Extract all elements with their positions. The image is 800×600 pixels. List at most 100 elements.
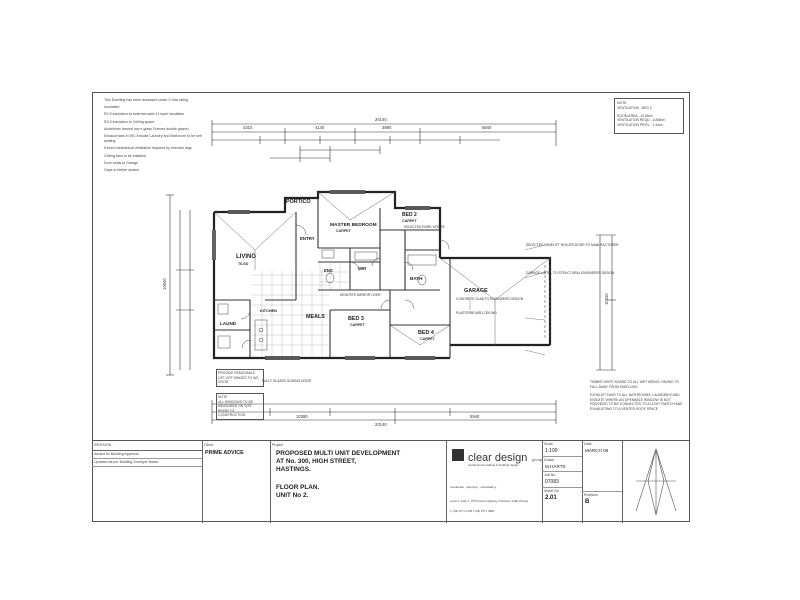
room-bed-4-floor: CARPET — [420, 337, 436, 341]
project-label: Project — [272, 443, 284, 447]
ventilation-line1: VENTILATION - BED 2 — [617, 105, 652, 110]
window-note-text: ALL WINDOWS TO BE MEASURED ON SITE PRIOR… — [218, 399, 253, 418]
note-robe-doors: SELECTED ROBE DOORS — [404, 225, 445, 229]
ventilation-note-box: NOTE: VENTILATION - BED 2 ROOM AREA - 10… — [614, 98, 684, 134]
sheet-label: Sheet No — [542, 487, 582, 495]
room-meals: MEALS — [306, 314, 325, 320]
scale-value: 1:100 — [545, 448, 558, 454]
project-cell: Project PROPOSED MULTI UNIT DEVELOPMENT … — [270, 441, 447, 523]
note-9: Door seals to Garage — [104, 160, 139, 165]
drawing-title-1: FLOOR PLAN. — [276, 484, 320, 491]
client-cell: Client PRIME ADVICE — [202, 441, 271, 523]
energy-notes: This Dwelling has been assessed under 5 … — [104, 98, 214, 175]
roof-lines — [213, 191, 551, 346]
garage-door — [544, 265, 551, 340]
brand-name: clear design — [468, 452, 528, 464]
room-wir: WIR — [358, 266, 366, 271]
note-mirror: DENOTES MIRROR OVER — [340, 293, 381, 297]
bath-tub — [407, 254, 437, 266]
door-swings — [240, 224, 450, 349]
room-bed-3-floor: CARPET — [350, 323, 366, 327]
north-arrow-cell — [622, 441, 690, 523]
dim-bottom-a: 10390 — [296, 414, 308, 419]
revision-row-2: Updated as per Building Surveyor Notes — [92, 459, 202, 467]
note-10: Gaps in timber sealed — [104, 168, 139, 173]
drawing-title-2: UNIT No 2. — [276, 492, 309, 499]
paving-note: TIMBER SKIRT BOARD TO ALL WET AREAS, PAV… — [590, 380, 680, 389]
note-2: Insulation: — [104, 105, 121, 110]
exhaust-note: EXHAUST FANS TO ALL BATHROOMS, LAUNDRIES… — [590, 393, 683, 411]
project-line-3: HASTINGS. — [276, 466, 311, 473]
window-note-box: NOTE ALL WINDOWS TO BE MEASURED ON SITE … — [216, 393, 264, 420]
revision-cell: REVISION Issued for Building Approval Up… — [92, 441, 203, 523]
client-name: PRIME ADVICE — [205, 450, 244, 456]
dim-overall-top: 20140 — [375, 117, 387, 122]
job-label: Job No — [542, 471, 582, 479]
tiled-floor-grid — [252, 262, 350, 356]
note-6: Exhaust fans in WC Ensuite Laundry and B… — [104, 134, 202, 144]
date-rev-cell: Date MARCH 08 Revision B — [582, 441, 623, 523]
dim-top-d: 5840 — [482, 125, 492, 130]
scale-label: Scale — [544, 442, 553, 446]
window-note-title: NOTE — [218, 395, 228, 399]
dim-overall-bottom: 20140 — [375, 422, 387, 427]
dim-top-c: 3890 — [382, 125, 392, 130]
room-portico: PORTICO — [286, 199, 311, 205]
room-master-floor: CARPET — [336, 229, 352, 233]
brand-contact: p: (03) 9771 4700 f: (03) 9771 4800 — [450, 509, 495, 513]
room-garage: GARAGE — [464, 288, 488, 294]
revision-value: B — [585, 499, 590, 505]
room-bath: BATH — [410, 276, 423, 281]
dim-right-total: 10840 — [604, 293, 609, 305]
note-slab: CONCRETE SLAB TO ENGINEERS DESIGN — [456, 297, 524, 301]
brand-services: residential · planning · consultancy — [450, 485, 497, 489]
dim-top-a: 4310 — [243, 125, 253, 130]
project-line-2: AT No. 300, HIGH STREET, — [276, 458, 357, 465]
dim-left-total: 10840 — [162, 278, 167, 290]
revision-header: REVISION — [92, 441, 202, 451]
date-label: Date — [584, 442, 592, 446]
date-value: MARCH 08 — [585, 448, 609, 453]
note-8: Ceiling fans to be installed — [104, 153, 146, 158]
scale-drawn-cell: Scale 1:100 Drawn M.HARTS Job No 07083 S… — [542, 441, 583, 523]
room-living-floor: TILED — [238, 262, 249, 266]
room-laundry: LAUND — [220, 321, 237, 326]
brand-cell: clear design group architectural draftin… — [446, 441, 543, 523]
room-bed-4: BED 4 — [418, 330, 434, 336]
right-notes: TIMBER SKIRT BOARD TO ALL WET AREAS, PAV… — [590, 380, 684, 412]
room-bed-2-floor: CARPET — [402, 219, 418, 223]
windows — [212, 190, 435, 360]
title-block: REVISION Issued for Building Approval Up… — [92, 440, 690, 523]
brand-suffix: group — [531, 457, 543, 462]
room-bed-3: BED 3 — [348, 316, 364, 322]
drawn-value: M.HARTS — [545, 464, 566, 469]
clear-design-logo-icon — [452, 449, 464, 461]
room-entry: ENTRY — [300, 236, 315, 241]
ventilation-line2: ROOM AREA - 10.86m² — [617, 113, 653, 118]
job-value: 07083 — [545, 479, 559, 485]
note-garage-door: SELECTED PANELIFT ROLLER DOOR TO MANUFAC… — [526, 243, 619, 247]
revision-label: Revision — [582, 491, 622, 499]
note-5: Aluminium framed low e-glass Frames doub… — [104, 126, 189, 131]
exterior-wall-south-west — [212, 212, 450, 360]
room-living: LIVING — [236, 254, 256, 260]
note-4: R3.5 insulation to Ceiling space — [104, 119, 155, 124]
ventilation-line4: VENTILATION PROV - 1.44m² — [617, 123, 664, 128]
client-label: Client — [204, 443, 214, 447]
fixtures — [217, 249, 437, 351]
dim-top-b: 4140 — [315, 125, 325, 130]
north-arrow-icon — [635, 448, 677, 516]
room-kitchen: KITCHEN — [260, 309, 277, 313]
brand-address: Level 1, Suite 1, 375 Princes Highway, F… — [450, 499, 528, 503]
ventilation-title: NOTE: — [617, 101, 628, 105]
note-sliding-door: FULLY GLAZED SLIDING DOOR — [262, 379, 312, 383]
wc-door-note: PROVIDE REMOVABLE LIFT-OFF HINGES TO WC … — [216, 369, 264, 387]
revision-row-1: Issued for Building Approval — [92, 451, 202, 459]
note-1: This Dwelling has been assessed under 5 … — [104, 98, 189, 102]
sheet-value: 2.01 — [545, 495, 557, 501]
brand-tagline: architectural drafting & building design — [468, 463, 519, 467]
note-garage-lintel: GARAGE LINTEL TO STRUCTURAL ENGINEERS DE… — [526, 271, 615, 275]
dim-bottom-b: 5940 — [470, 414, 480, 419]
room-master-bedroom: MASTER BEDROOM — [330, 222, 377, 228]
